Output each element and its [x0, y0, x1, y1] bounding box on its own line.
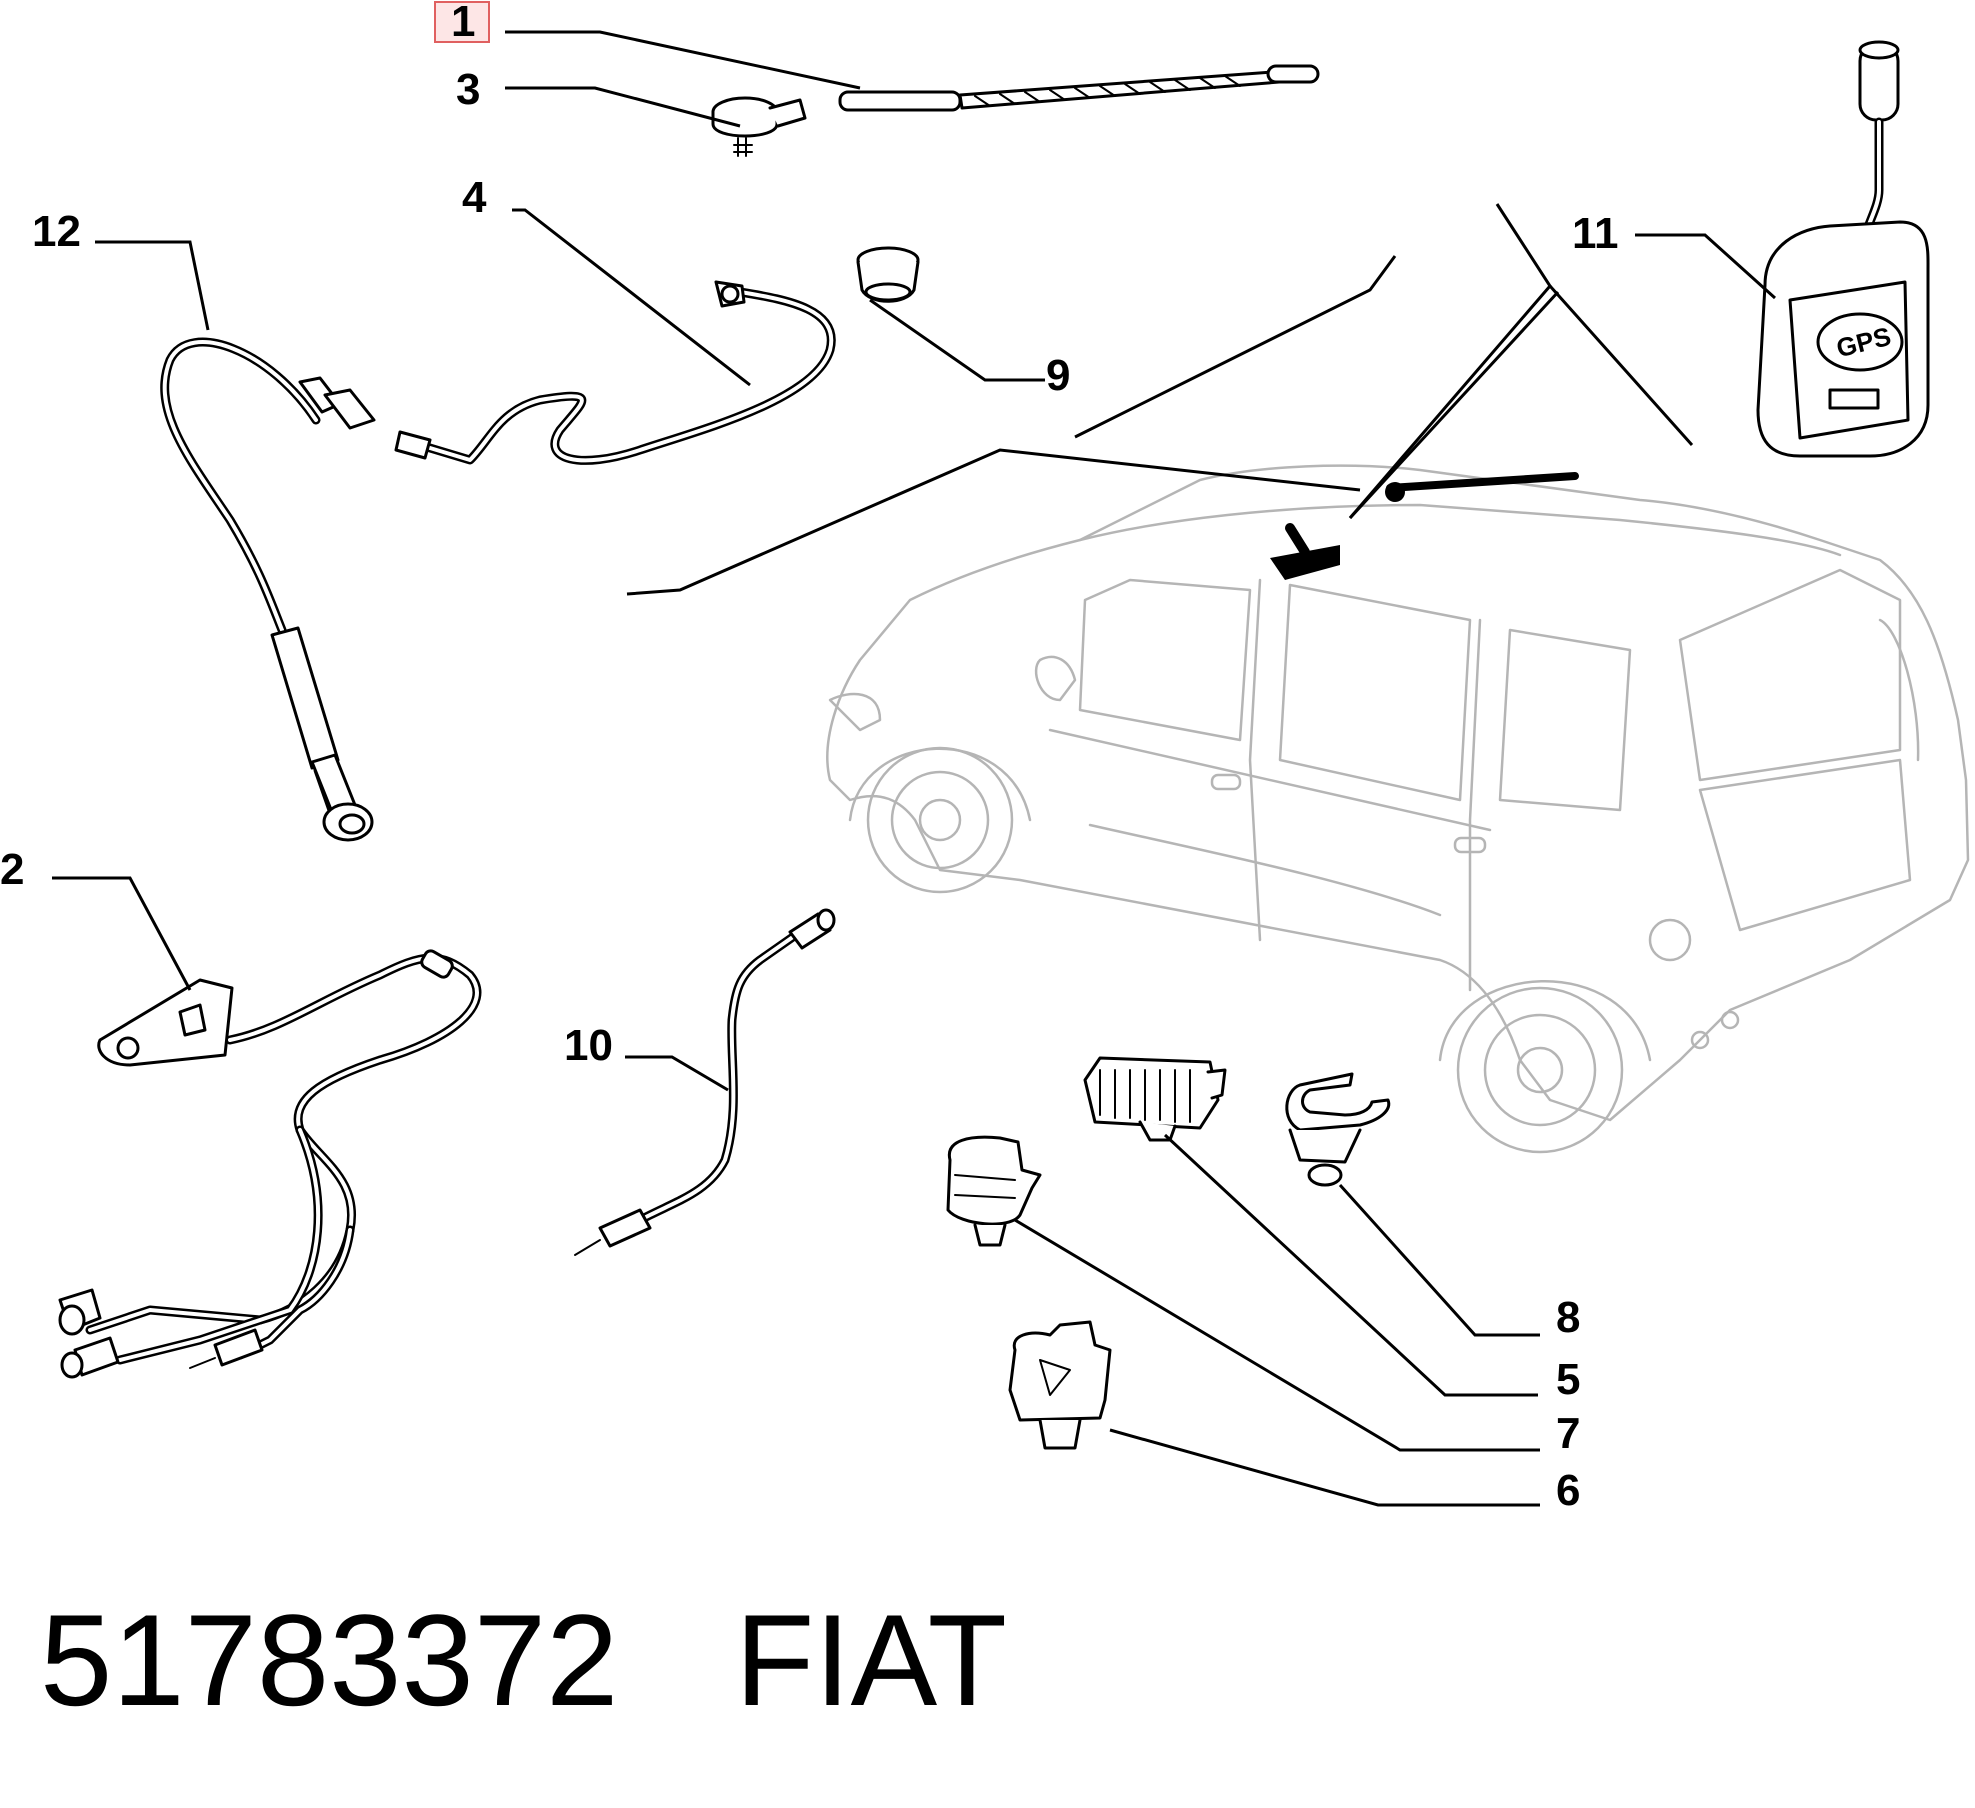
- guide-lines: [626, 203, 1694, 596]
- part-10-cable: [574, 908, 836, 1256]
- part-1-antenna-mast: [838, 64, 1320, 112]
- callout-6[interactable]: 6: [1556, 1466, 1580, 1515]
- part-5-lamp-unit: [1083, 1056, 1227, 1142]
- brand-name: FIAT: [735, 1587, 1007, 1733]
- callout-12[interactable]: 12: [32, 207, 81, 256]
- part-4-cable: [394, 280, 836, 465]
- callout-1[interactable]: 1: [451, 0, 475, 46]
- part-11-gps-module: GPS: [1756, 40, 1930, 458]
- callout-7[interactable]: 7: [1556, 1409, 1580, 1458]
- callout-2[interactable]: 2: [0, 845, 24, 894]
- part-12-cable: [160, 337, 376, 842]
- part-2-bracket-cable: [58, 949, 482, 1379]
- callout-4[interactable]: 4: [462, 173, 487, 222]
- leader-lines: [52, 30, 1777, 1507]
- callout-10[interactable]: 10: [564, 1021, 613, 1070]
- callout-9[interactable]: 9: [1046, 351, 1070, 400]
- callout-11[interactable]: 11: [1572, 209, 1619, 258]
- car-outline: [826, 464, 1970, 1154]
- roof-antenna-mounted: [1270, 472, 1579, 580]
- callout-3[interactable]: 3: [456, 65, 480, 114]
- part-8-clip: [1285, 1072, 1391, 1187]
- callout-labels: 1 3 4 12 9 11 2 10 8 5 7 6: [0, 0, 1619, 1515]
- callout-1-highlight: [434, 1, 490, 43]
- part-number: 51783372: [40, 1587, 618, 1733]
- part-6-holder: [1008, 1320, 1112, 1450]
- part-3-antenna-base: [711, 96, 807, 157]
- part-7-ring-clip: [946, 1135, 1042, 1247]
- part-9-grommet: [856, 246, 920, 303]
- callout-8[interactable]: 8: [1556, 1293, 1580, 1342]
- callout-5[interactable]: 5: [1556, 1355, 1580, 1404]
